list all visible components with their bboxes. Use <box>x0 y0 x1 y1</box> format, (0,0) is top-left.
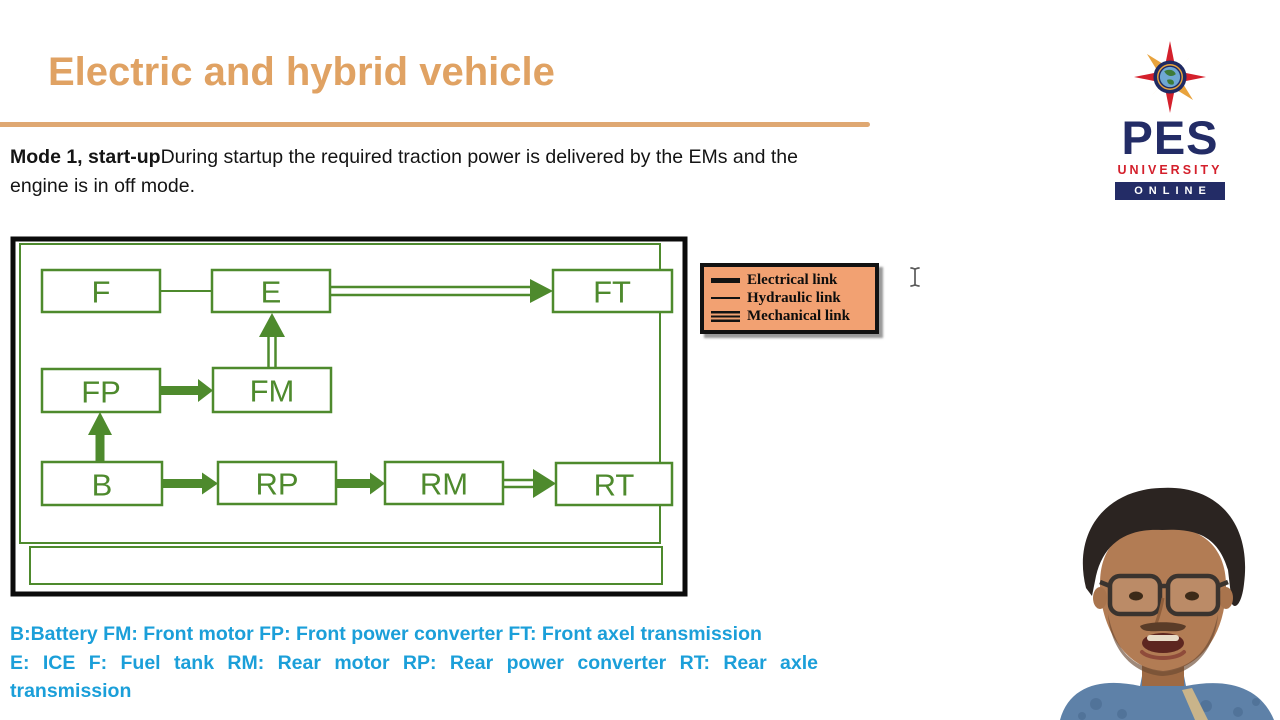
box-label-rt: RT <box>594 468 635 503</box>
title-underline <box>0 122 870 127</box>
mode-label: Mode 1, start-up <box>10 146 161 168</box>
box-label-rp: RP <box>255 467 298 502</box>
presenter-strap <box>1182 688 1208 720</box>
link-rm-rt-mechanical <box>503 478 535 489</box>
box-label-f: F <box>92 275 111 310</box>
diagram-bottom-band <box>29 546 663 585</box>
abbreviation-key: B:Battery FM: Front motor FP: Front powe… <box>10 620 818 706</box>
legend-label: Mechanical link <box>747 307 850 324</box>
vehicle-body-frame <box>19 243 661 544</box>
thin-line-icon <box>711 297 740 299</box>
box-label-ft: FT <box>593 275 631 310</box>
text-cursor-icon <box>910 267 920 287</box>
legend-label: Hydraulic link <box>747 289 841 306</box>
abbrev-line-2: E: ICE F: Fuel tank RM: Rear motor RP: R… <box>10 651 818 674</box>
box-label-b: B <box>92 468 113 503</box>
legend-item-mechanical: Mechanical link <box>711 307 869 325</box>
link-rp-rm-arrowhead <box>370 472 385 495</box>
legend-label: Electrical link <box>747 271 838 288</box>
box-rear-axle-transmission <box>554 461 674 507</box>
box-label-rm: RM <box>420 467 468 502</box>
link-b-fp-arrowhead <box>88 412 112 435</box>
legend-item-electrical: Electrical link <box>711 271 869 289</box>
link-rm-rt-arrowhead <box>533 469 556 498</box>
abbrev-line-1: B:Battery FM: Front motor FP: Front powe… <box>10 623 762 645</box>
webcam-video <box>1060 487 1274 720</box>
link-fm-e-mechanical <box>267 336 277 368</box>
link-fp-fm-arrowhead <box>198 379 213 402</box>
mode-description-text: During startup the required traction pow… <box>10 146 798 197</box>
logo-subtitle: UNIVERSITY <box>1117 163 1223 177</box>
box-engine <box>210 268 332 314</box>
box-battery <box>40 460 164 507</box>
link-fm-e-arrowhead <box>259 313 285 337</box>
university-logo: PES UNIVERSITY ONLINE <box>1110 40 1230 200</box>
compass-emblem-icon <box>1134 41 1206 113</box>
abbrev-line-3: transmission <box>10 680 132 702</box>
triple-line-icon <box>711 310 740 322</box>
box-rear-motor <box>383 460 505 506</box>
link-legend: Electrical link Hydraulic link Mechanica… <box>700 263 879 334</box>
link-b-rp-arrowhead <box>202 472 218 495</box>
box-rear-power-converter <box>216 460 338 506</box>
thick-line-icon <box>711 277 740 283</box>
logo-online-badge: ONLINE <box>1115 182 1225 200</box>
presenter-shirt <box>1060 676 1274 720</box>
presenter-hair <box>1082 487 1246 606</box>
box-fuel-tank <box>40 268 162 314</box>
page-title: Electric and hybrid vehicle <box>48 50 555 94</box>
link-e-ft-arrowhead <box>530 279 553 303</box>
mode-description: Mode 1, start-upDuring startup the requi… <box>10 143 855 201</box>
powertrain-diagram: F E FT FP FM B RP RM RT <box>10 236 688 597</box>
box-front-power-converter <box>40 367 162 414</box>
box-front-motor <box>211 366 333 414</box>
box-label-fm: FM <box>250 374 295 409</box>
link-e-ft-mechanical <box>330 285 532 297</box>
box-label-e: E <box>261 275 282 310</box>
box-front-axel-transmission <box>551 268 674 314</box>
box-label-fp: FP <box>81 375 121 410</box>
logo-name: PES <box>1121 111 1219 164</box>
legend-item-hydraulic: Hydraulic link <box>711 289 869 307</box>
